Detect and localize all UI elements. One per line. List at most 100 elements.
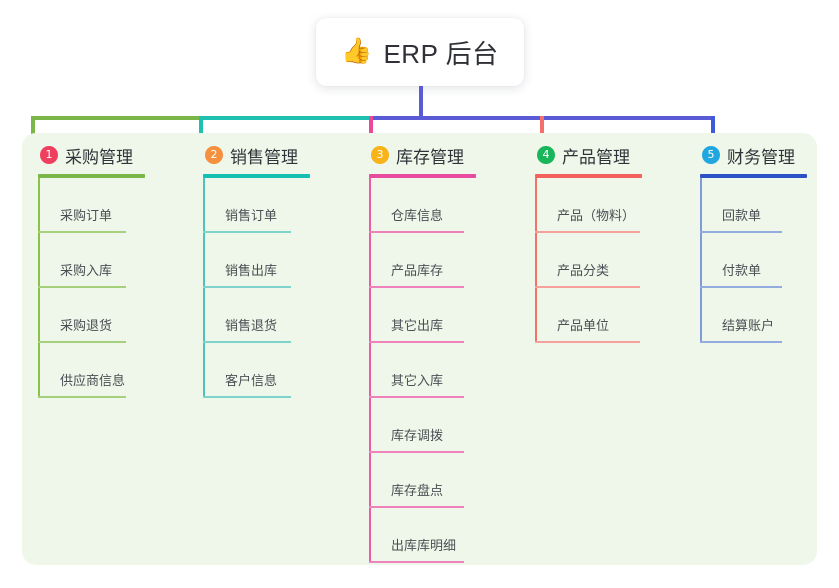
leaf-label: 回款单: [722, 208, 762, 223]
branch-title: 销售管理: [230, 147, 298, 167]
leaf-label: 付款单: [722, 263, 762, 278]
leaf-list-product: 产品（物料） 产品分类产品单位: [535, 178, 642, 343]
branch-underline: [535, 174, 642, 178]
leaf-item[interactable]: 库存调拨: [369, 398, 476, 453]
leaf-list-sales: 销售订单销售出库销售退货客户信息: [203, 178, 310, 398]
segment-sales: [199, 116, 369, 120]
leaf-label: 产品分类: [557, 263, 610, 278]
leaf-item[interactable]: 采购入库: [38, 233, 145, 288]
branch-header-inventory[interactable]: 3 库存管理: [369, 142, 476, 168]
branches-panel: [22, 133, 817, 565]
leaf-label: 出库库明细: [391, 538, 457, 553]
leaf-label: 库存盘点: [391, 483, 444, 498]
leaf-underline: [203, 396, 291, 398]
leaf-label: 仓库信息: [391, 208, 444, 223]
leaf-underline: [369, 561, 464, 563]
leaf-label: 采购订单: [60, 208, 113, 223]
leaf-item[interactable]: 供应商信息: [38, 343, 145, 398]
branch-underline: [369, 174, 476, 178]
leaf-underline: [535, 341, 640, 343]
drop-finance: [710, 116, 715, 142]
branch-number-badge: 1: [40, 146, 58, 164]
branch-number-badge: 4: [537, 146, 555, 164]
leaf-list-inventory: 仓库信息产品库存其它出库其它入库库存调拨库存盘点出库库明细: [369, 178, 476, 563]
branch-title: 产品管理: [562, 147, 630, 167]
branch-title: 采购管理: [65, 147, 133, 167]
branch-title: 财务管理: [727, 147, 795, 167]
branch-number-badge: 2: [205, 146, 223, 164]
leaf-item[interactable]: 其它入库: [369, 343, 476, 398]
leaf-item[interactable]: 库存盘点: [369, 453, 476, 508]
leaf-underline: [203, 231, 291, 233]
leaf-underline: [700, 341, 782, 343]
leaf-item[interactable]: 产品（物料）: [535, 178, 642, 233]
leaf-label: 销售出库: [225, 263, 278, 278]
leaf-underline: [38, 231, 126, 233]
leaf-item[interactable]: 付款单: [700, 233, 807, 288]
branch-number-badge: 3: [371, 146, 389, 164]
branch-underline: [38, 174, 145, 178]
leaf-item[interactable]: 回款单: [700, 178, 807, 233]
leaf-label: 销售订单: [225, 208, 278, 223]
leaf-underline: [700, 286, 782, 288]
leaf-underline: [535, 231, 640, 233]
branch-header-product[interactable]: 4 产品管理: [535, 142, 642, 168]
leaf-spine: [203, 178, 205, 398]
branch-column-inventory: 3 库存管理仓库信息产品库存其它出库其它入库库存调拨库存盘点出库库明细: [369, 142, 476, 563]
leaf-label: 供应商信息: [60, 373, 126, 388]
leaf-underline: [369, 286, 464, 288]
drop-product: [539, 116, 544, 142]
leaf-list-finance: 回款单付款单结算账户: [700, 178, 807, 343]
leaf-label: 其它出库: [391, 318, 444, 333]
leaf-underline: [535, 286, 640, 288]
leaf-spine: [535, 178, 537, 343]
leaf-underline: [38, 286, 126, 288]
leaf-item[interactable]: 客户信息: [203, 343, 310, 398]
leaf-label: 采购退货: [60, 318, 113, 333]
leaf-item[interactable]: 产品分类: [535, 233, 642, 288]
branch-column-sales: 2 销售管理销售订单销售出库销售退货客户信息: [203, 142, 310, 398]
root-node-card[interactable]: 👍 ERP 后台: [316, 18, 524, 86]
branch-underline: [700, 174, 807, 178]
branch-header-purchase[interactable]: 1 采购管理: [38, 142, 145, 168]
leaf-label: 产品（物料）: [557, 208, 636, 223]
root-node-title: ERP 后台: [383, 38, 499, 69]
drop-inventory: [369, 116, 373, 142]
leaf-item[interactable]: 仓库信息: [369, 178, 476, 233]
leaf-item[interactable]: 销售订单: [203, 178, 310, 233]
root-trunk-connector: [419, 86, 423, 118]
leaf-spine: [369, 178, 371, 563]
branch-underline: [203, 174, 310, 178]
leaf-item[interactable]: 产品库存: [369, 233, 476, 288]
branch-header-sales[interactable]: 2 销售管理: [203, 142, 310, 168]
leaf-list-purchase: 采购订单采购入库采购退货供应商信息: [38, 178, 145, 398]
leaf-label: 库存调拨: [391, 428, 444, 443]
leaf-label: 客户信息: [225, 373, 278, 388]
leaf-underline: [203, 286, 291, 288]
leaf-underline: [369, 451, 464, 453]
leaf-item[interactable]: 产品单位: [535, 288, 642, 343]
leaf-item[interactable]: 结算账户: [700, 288, 807, 343]
leaf-underline: [38, 341, 126, 343]
leaf-label: 销售退货: [225, 318, 278, 333]
leaf-item[interactable]: 采购订单: [38, 178, 145, 233]
branch-column-product: 4 产品管理产品（物料） 产品分类产品单位: [535, 142, 642, 343]
thumbs-up-icon: 👍: [341, 36, 373, 65]
leaf-item[interactable]: 出库库明细: [369, 508, 476, 563]
leaf-underline: [369, 231, 464, 233]
leaf-spine: [38, 178, 40, 398]
leaf-item[interactable]: 销售出库: [203, 233, 310, 288]
leaf-item[interactable]: 其它出库: [369, 288, 476, 343]
branch-title: 库存管理: [396, 147, 464, 167]
leaf-label: 产品库存: [391, 263, 444, 278]
leaf-underline: [369, 396, 464, 398]
leaf-underline: [369, 506, 464, 508]
leaf-item[interactable]: 销售退货: [203, 288, 310, 343]
segment-purchase: [30, 116, 199, 120]
leaf-underline: [203, 341, 291, 343]
leaf-underline: [700, 231, 782, 233]
leaf-item[interactable]: 采购退货: [38, 288, 145, 343]
leaf-label: 结算账户: [722, 318, 775, 333]
